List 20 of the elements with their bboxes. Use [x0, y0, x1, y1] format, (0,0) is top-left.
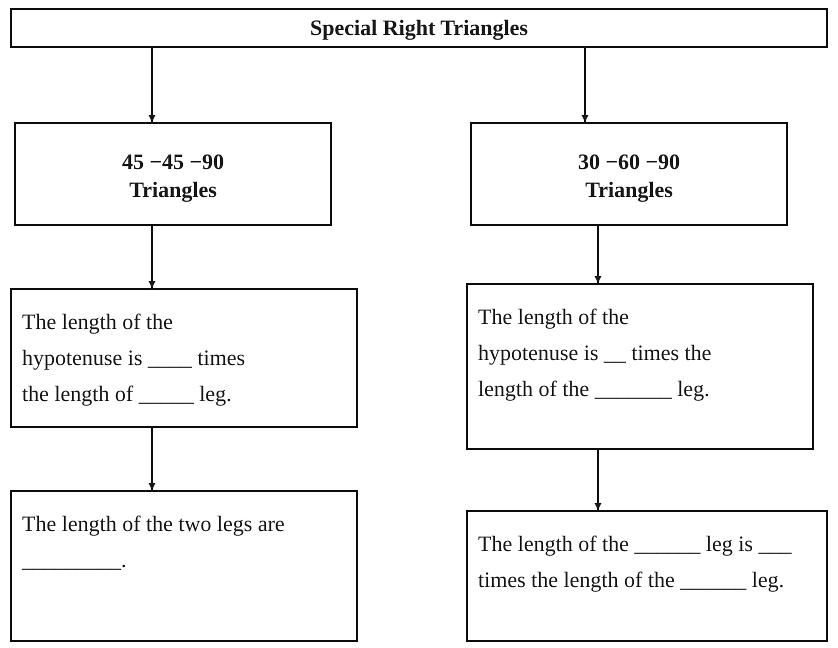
- heading-box: [470, 122, 788, 226]
- statement-box: [10, 490, 358, 642]
- arrow: [148, 48, 156, 122]
- heading-text: 45 −45 −90 Triangles: [120, 148, 226, 204]
- statement-box: [10, 288, 358, 428]
- statement-box: [466, 283, 814, 450]
- arrow: [582, 48, 588, 122]
- statement-text: The length of the hypotenuse is ____ times the length of _____ leg.: [22, 308, 246, 408]
- statement-box: [466, 510, 828, 642]
- arrow: [148, 428, 156, 490]
- heading-box: [14, 122, 332, 226]
- arrow: [148, 226, 156, 288]
- statement-text: The length of the ______ leg is ___ times the length of the ______ leg.: [478, 530, 793, 594]
- statement-text: The length of the two legs are _________.: [22, 510, 286, 574]
- heading-box: [10, 8, 828, 48]
- statement-text: The length of the hypotenuse is __ times the length of the _______ leg.: [478, 303, 712, 403]
- heading-text: Special Right Triangles: [310, 14, 528, 42]
- arrow: [594, 450, 602, 510]
- heading-text: 30 −60 −90 Triangles: [576, 148, 682, 204]
- arrow: [594, 226, 602, 283]
